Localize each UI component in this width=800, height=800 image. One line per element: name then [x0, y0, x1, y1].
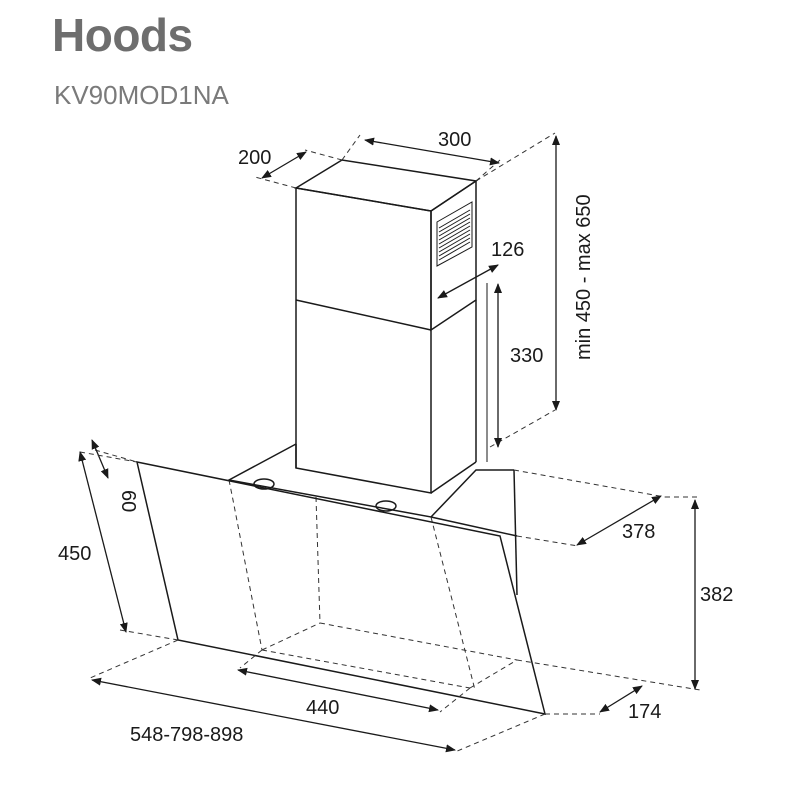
- dim-total-height: 382: [700, 584, 733, 606]
- fixing-hole-left: [253, 478, 275, 490]
- fixing-hole-right: [375, 500, 397, 512]
- dim-outlet-offset: 126: [491, 239, 524, 261]
- dim-base-width: 440: [306, 697, 339, 719]
- page-title: Hoods: [52, 9, 193, 61]
- dim-height-range: min 450 - max 650: [573, 194, 595, 360]
- dim-front-depth: 174: [628, 701, 661, 723]
- dim-body-depth: 378: [622, 521, 655, 543]
- hood-body: [226, 443, 518, 691]
- dim-chimney-width: 300: [438, 129, 471, 151]
- dimension-lines: [78, 132, 701, 753]
- dim-chimney-depth: 200: [238, 147, 271, 169]
- chimney-front: [295, 187, 432, 494]
- dim-chimney-height: 330: [510, 345, 543, 367]
- model-number: KV90MOD1NA: [54, 80, 229, 110]
- dim-glass-height: 450: [58, 543, 91, 565]
- vent-grille: [436, 201, 473, 267]
- dim-widths: 548-798-898: [130, 724, 243, 746]
- chimney: [293, 159, 479, 494]
- dim-glass-top: 60: [117, 490, 139, 512]
